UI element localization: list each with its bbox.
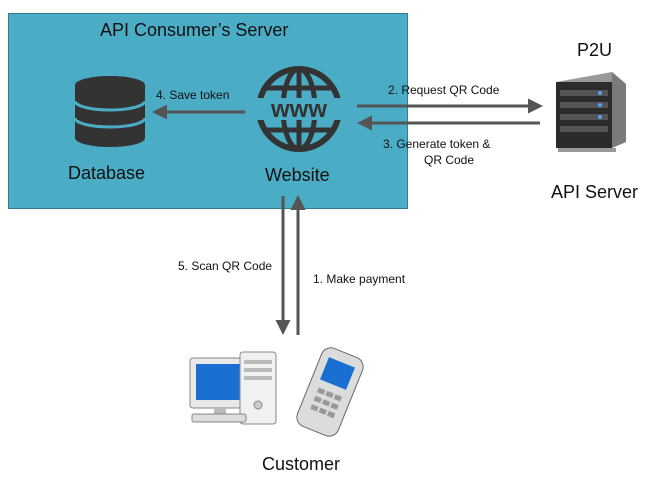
database-icon <box>73 76 147 147</box>
step-make-payment: 1. Make payment <box>313 272 406 286</box>
step-request-qr: 2. Request QR Code <box>388 83 500 97</box>
step-generate-token-line2: QR Code <box>424 153 475 167</box>
server-icon <box>556 72 626 152</box>
step-save-token: 4. Save token <box>156 88 230 102</box>
website-label: Website <box>265 165 330 185</box>
p2u-label: P2U <box>577 40 613 60</box>
api-server-label: API Server <box>551 182 639 202</box>
step-scan-qr: 5. Scan QR Code <box>178 259 273 273</box>
mobile-phone-icon <box>296 347 364 437</box>
www-text: www <box>270 96 327 123</box>
customer-label: Customer <box>262 454 341 474</box>
step-generate-token-line1: 3. Generate token & <box>383 137 491 151</box>
www-globe-icon: www <box>250 66 348 152</box>
database-label: Database <box>68 163 146 183</box>
consumer-server-title: API Consumer’s Server <box>100 20 289 40</box>
desktop-computer-icon <box>189 351 277 425</box>
